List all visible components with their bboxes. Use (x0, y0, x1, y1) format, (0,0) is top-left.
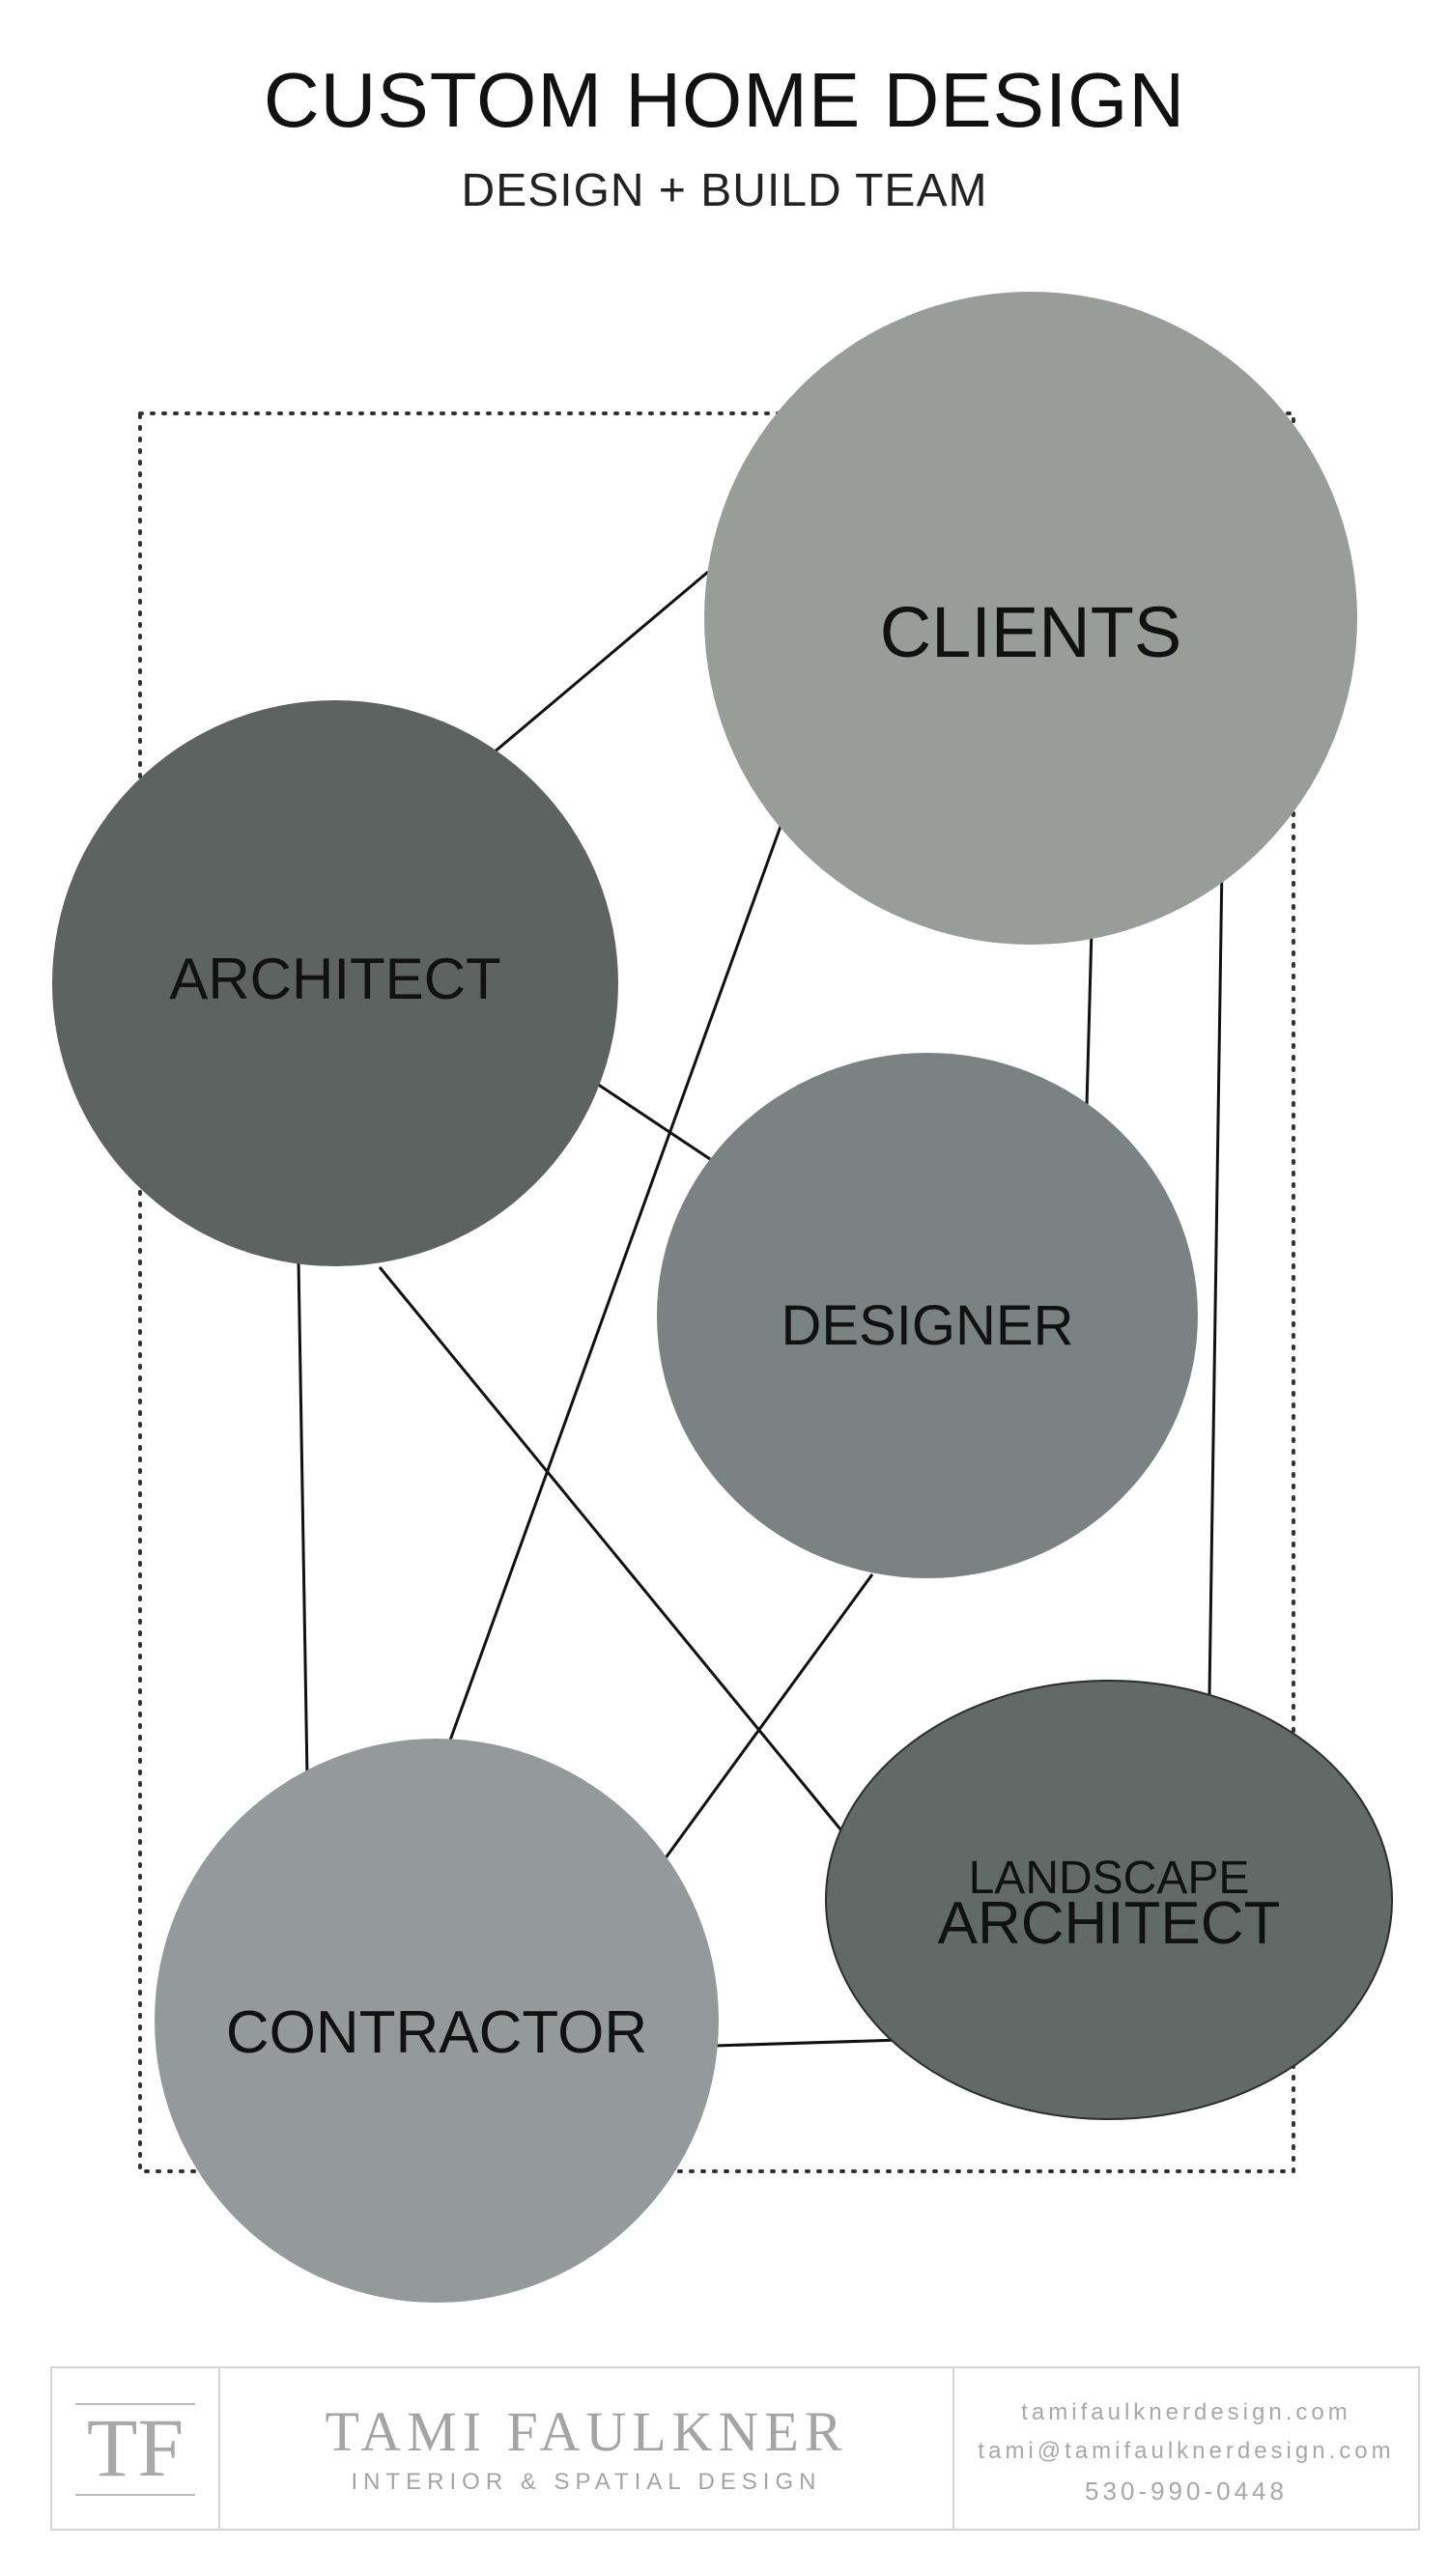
footer-brand-cell: TAMI FAULKNER INTERIOR & SPATIAL DESIGN (220, 2368, 954, 2529)
connector-architect-landscape (378, 1266, 847, 1836)
footer-logo-cell: TF (52, 2368, 220, 2529)
node-designer-circle (657, 1053, 1198, 1578)
connector-architect-designer (596, 1082, 711, 1161)
node-landscape-architect-ellipse (825, 1680, 1393, 2120)
logo-rule-bottom (75, 2494, 195, 2496)
brand-tagline: INTERIOR & SPATIAL DESIGN (351, 2469, 822, 2495)
node-contractor: CONTRACTOR (155, 1739, 719, 2303)
connector-architect-contractor (297, 1260, 309, 1778)
footer-contact-cell: tamifaulknerdesign.com tami@tamifaulkner… (954, 2368, 1418, 2529)
node-designer-label: DESIGNER (781, 1294, 1074, 1357)
dotted-boundary (138, 411, 1295, 2173)
logo-rule-top (75, 2403, 195, 2405)
website-link[interactable]: tamifaulknerdesign.com (1021, 2399, 1351, 2425)
connector-clients-landscape (1208, 863, 1224, 1696)
node-landscape-architect-label-line2: ARCHITECT (938, 1890, 1281, 1957)
node-contractor-label: CONTRACTOR (226, 1999, 647, 2066)
email-link[interactable]: tami@tamifaulknerdesign.com (978, 2438, 1395, 2464)
node-architect-circle (52, 700, 618, 1266)
phone-number[interactable]: 530-990-0448 (1085, 2477, 1288, 2505)
node-designer: DESIGNER (657, 1053, 1198, 1578)
connector-clients-designer (1085, 928, 1094, 1107)
brand-name: TAMI FAULKNER (325, 2400, 848, 2463)
connector-clients-contractor (445, 820, 784, 1749)
connector-architect-clients (492, 570, 709, 755)
node-landscape-architect-label-line1: LANDSCAPE (969, 1853, 1250, 1904)
connector-contractor-landscape (714, 2038, 901, 2048)
node-clients: CLIENTS (704, 292, 1357, 945)
node-landscape-architect: LANDSCAPE ARCHITECT (825, 1680, 1393, 2120)
footer: TF TAMI FAULKNER INTERIOR & SPATIAL DESI… (50, 2366, 1420, 2531)
node-architect-label: ARCHITECT (169, 947, 500, 1011)
connector-lines (297, 570, 1224, 2048)
connector-designer-contractor (663, 1573, 874, 1860)
page-title: CUSTOM HOME DESIGN (263, 57, 1186, 143)
node-clients-circle (704, 292, 1357, 945)
brand-logo: TF (86, 2401, 185, 2494)
node-architect: ARCHITECT (52, 700, 618, 1266)
page-subtitle: DESIGN + BUILD TEAM (461, 165, 988, 216)
node-clients-label: CLIENTS (880, 592, 1182, 672)
node-contractor-circle (155, 1739, 719, 2303)
